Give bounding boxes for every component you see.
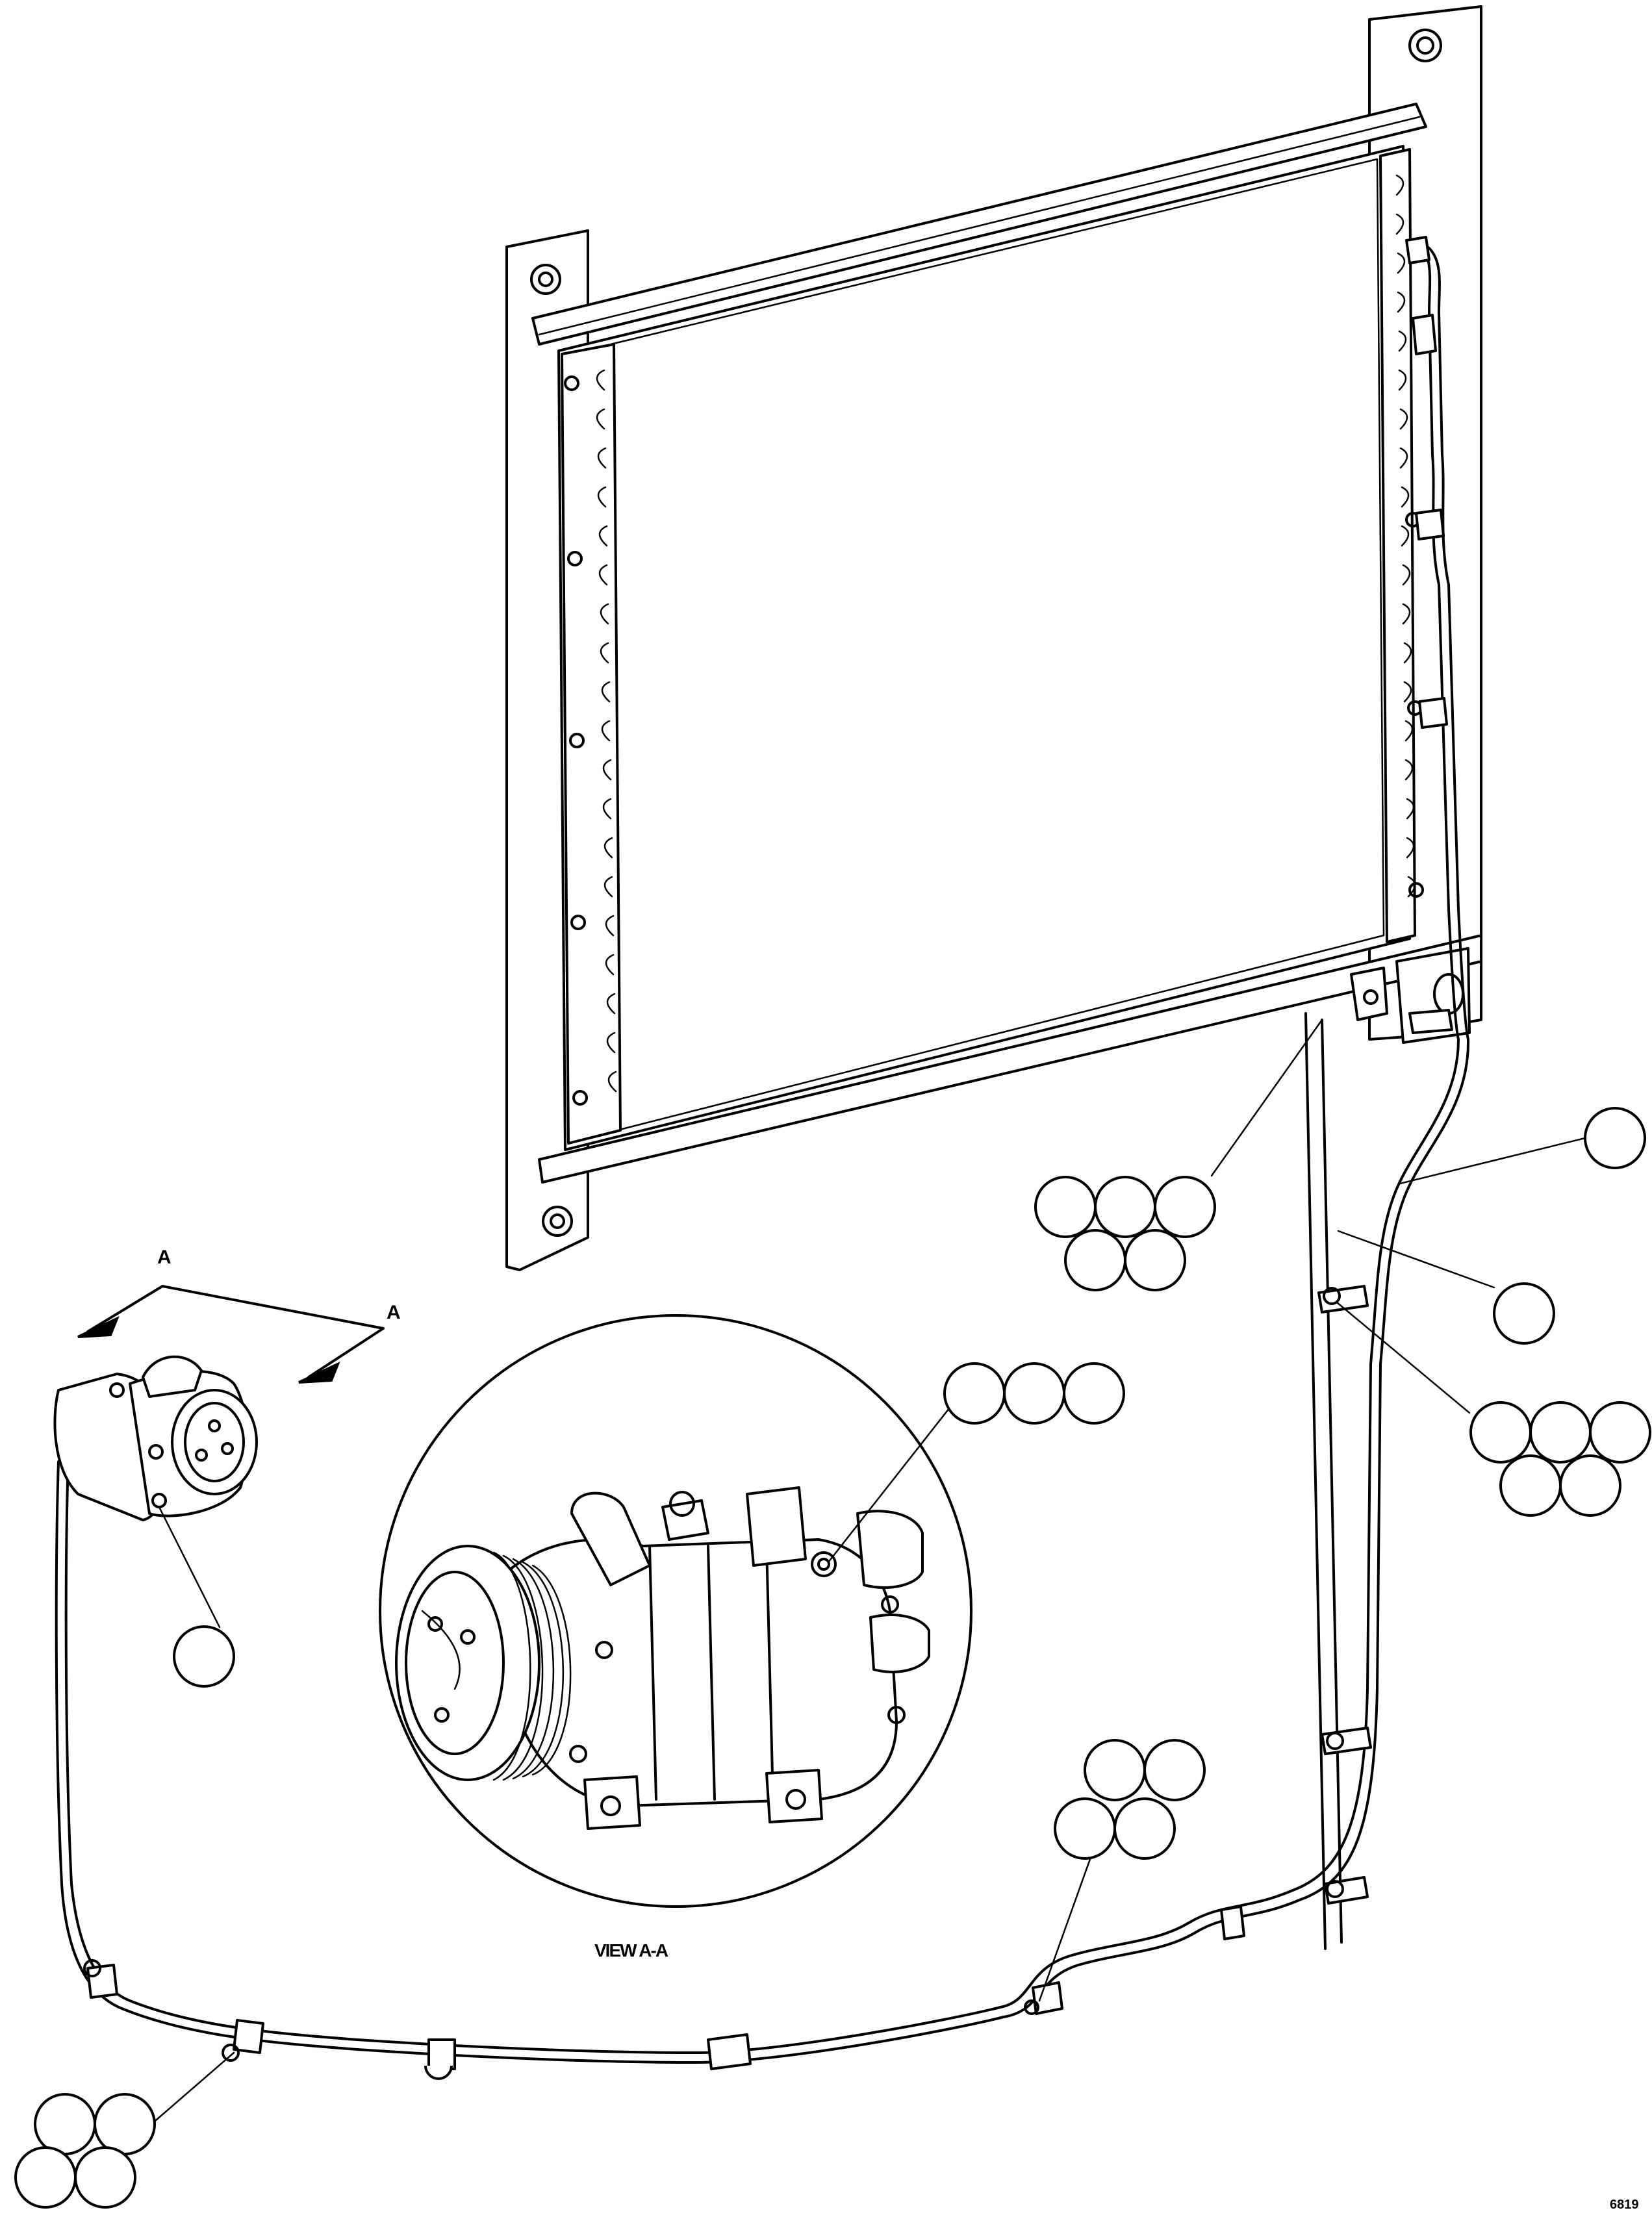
bracket-bolt (530, 264, 561, 295)
callout-bubble (14, 2146, 77, 2209)
bottom-frame-beam (538, 934, 1482, 1184)
section-label-a-1: A (157, 1247, 172, 1268)
bracket-mounting-hole (1408, 29, 1442, 62)
callout-bubble (1143, 1739, 1206, 1801)
view-a-a-detail: VIEW A-A (379, 1314, 972, 1960)
callout-bubble (1054, 1797, 1116, 1860)
section-label-a-2: A (387, 1302, 401, 1323)
callout-bubble (1154, 1176, 1216, 1238)
detail-circle (379, 1314, 972, 1908)
callout-bubble (1559, 1454, 1621, 1517)
callout-bubbles (14, 1107, 1651, 2209)
callout-bubble (94, 2093, 156, 2155)
callout-bubble (943, 1362, 1006, 1425)
view-label: VIEW A-A (594, 1940, 668, 1960)
callout-bubble (1063, 1362, 1125, 1425)
refrigerant-hoses (55, 236, 1470, 2080)
left-tube-bends (596, 369, 617, 1093)
callout-bubble (1584, 1107, 1646, 1169)
callout-bubble (1469, 1401, 1532, 1464)
callout-bubble (1003, 1362, 1065, 1425)
compressor-small (53, 1355, 258, 1521)
discharge-hose (64, 239, 1460, 2054)
condenser-assembly (505, 5, 1482, 1271)
callout-bubble (1113, 1797, 1176, 1860)
callout-bubble (1034, 1176, 1097, 1238)
top-frame-beam (531, 103, 1427, 346)
callout-bubble (173, 1625, 235, 1688)
right-tube-bends (1395, 174, 1416, 898)
callout-bubble (1084, 1739, 1146, 1801)
liquid-line (1304, 1012, 1343, 1950)
callout-bubble (34, 2093, 96, 2155)
callout-bubble (1493, 1282, 1555, 1345)
callout-bubble (1529, 1401, 1592, 1464)
hose-clamps (83, 1285, 1372, 2080)
section-arrows: A A (77, 1247, 401, 1384)
callout-bubble (1064, 1229, 1126, 1291)
callout-bubble (1094, 1176, 1156, 1238)
callout-bubble (1124, 1229, 1186, 1291)
fitting-hole (811, 1551, 837, 1577)
condenser-core (557, 145, 1411, 1151)
right-tube-header (1379, 148, 1416, 943)
callout-leaders (150, 1019, 1586, 2125)
drawing-code: 6819 (1610, 2198, 1639, 2212)
callout-bubble (1589, 1401, 1651, 1464)
callout-bubble (74, 2146, 136, 2209)
callout-bubble (1499, 1454, 1562, 1517)
